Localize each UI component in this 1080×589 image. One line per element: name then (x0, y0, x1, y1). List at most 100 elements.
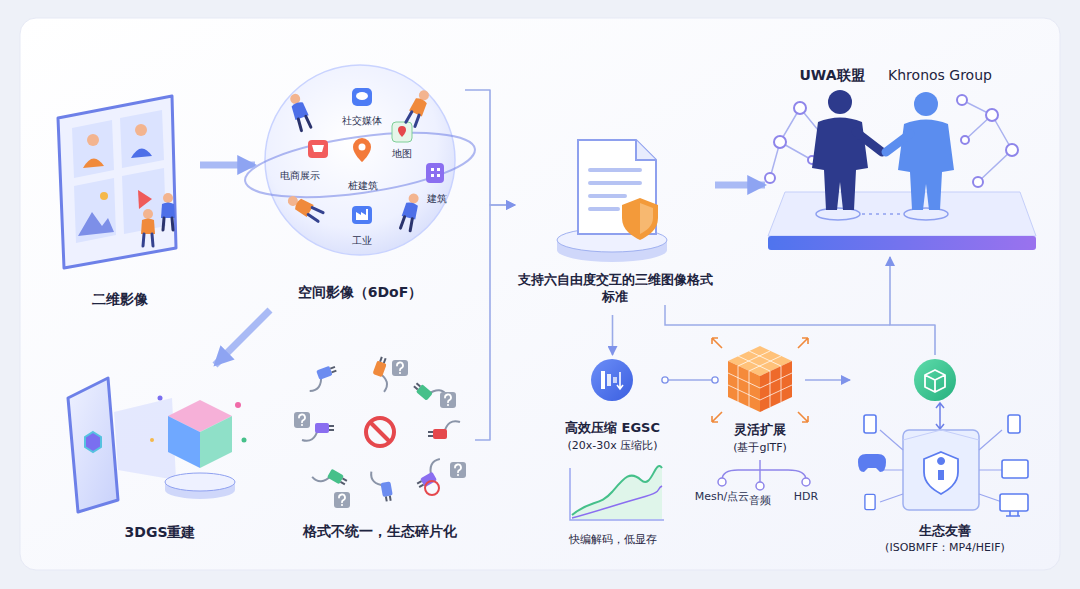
node-label: (20x-30x 压缩比) (535, 439, 690, 453)
alliance-platform (794, 102, 806, 114)
standard-document (636, 140, 656, 160)
tablet-illustration (74, 178, 116, 243)
extension-cube (728, 351, 792, 407)
tablet-illustration (138, 190, 152, 209)
space-sphere (312, 145, 324, 152)
extension-cube (712, 338, 808, 422)
tablet-illustration (72, 120, 114, 178)
compression-chart (570, 466, 664, 520)
3dgs-illustration (235, 402, 241, 408)
fragmentation-illustration (370, 422, 390, 442)
ecosystem-illustration (864, 415, 876, 433)
diagram-node: 二维影像 (40, 90, 200, 315)
fragmentation-illustration (304, 364, 340, 392)
space-sphere (398, 126, 406, 137)
diagram-node: 灵活扩展(基于glTF) (715, 350, 805, 460)
extension-tree (718, 478, 726, 486)
fragmentation-illustration (294, 356, 466, 508)
extension-cube (728, 361, 760, 412)
3dgs-illustration (165, 473, 235, 491)
diagram-node: 3DGS重建 (55, 365, 265, 550)
diagram-node: UWA联盟Khronos Group (765, 62, 1040, 257)
ecosystem-illustration (937, 457, 945, 480)
alliance-platform (774, 136, 786, 148)
node-label: 快编解码，低显存 (535, 533, 690, 547)
3dgs-illustration (168, 416, 200, 468)
node-label: 灵活扩展 (695, 422, 825, 439)
flow-connector (805, 379, 850, 381)
ecosystem-illustration (924, 452, 958, 494)
space-sphere (431, 168, 434, 171)
ecosystem-illustration (925, 370, 945, 392)
alliance-platform (768, 192, 1036, 236)
extension-cube (712, 338, 808, 422)
node-label: Khronos Group (875, 66, 1005, 84)
ecosystem-illustration (858, 359, 1028, 516)
flow-connector (890, 257, 935, 355)
3dgs-illustration (68, 378, 247, 512)
node-label: 格式不统一，生态碎片化 (285, 523, 475, 541)
fragmentation-illustration (368, 356, 396, 392)
ecosystem-illustration (865, 494, 875, 509)
alliance-platform (904, 208, 948, 220)
standard-document (578, 140, 656, 234)
fragmentation-illustration (392, 360, 408, 376)
node-label: 高效压缩 EGSC (535, 420, 690, 437)
fragmentation-illustration (428, 421, 460, 439)
space-sphere (392, 122, 412, 142)
fragmentation-illustration (294, 412, 310, 428)
flow-connector (612, 315, 614, 355)
diagram-node: 格式不统一，生态碎片化 (285, 350, 475, 550)
alliance-platform (770, 108, 818, 178)
compression-icon (613, 377, 617, 383)
diagram-node: 生态友善(ISOBMFF：MP4/HEIF) (850, 355, 1040, 560)
diagram-node: 高效压缩 EGSC(20x-30x 压缩比)快编解码，低显存 (560, 355, 665, 550)
space-sphere (356, 92, 368, 100)
part-label: 工业 (312, 235, 412, 247)
space-sphere (426, 163, 444, 183)
flow-connector (665, 379, 715, 381)
alliance-platform (886, 134, 910, 152)
fragmentation-illustration (412, 458, 449, 489)
3dgs-illustration (158, 396, 163, 401)
fragmentation-illustration (366, 418, 394, 446)
space-sphere (353, 138, 371, 162)
part-label: 地图 (352, 148, 452, 160)
ecosystem-illustration (880, 430, 1002, 502)
space-sphere (308, 140, 328, 158)
ecosystem-illustration (903, 430, 979, 440)
compression-chart (572, 466, 662, 519)
alliance-platform (1006, 144, 1018, 156)
compression-icon (617, 372, 623, 389)
tablet-illustration (131, 148, 152, 158)
tablet-illustration (58, 96, 176, 268)
part-label: 建筑 (387, 193, 487, 205)
space-sphere (265, 65, 455, 255)
ecosystem-illustration (936, 403, 944, 429)
ecosystem-illustration (858, 454, 886, 472)
fragmentation-illustration (440, 392, 456, 408)
diagram-node: 支持六自由度交互的三维图像格式标准 (515, 120, 715, 315)
space-sphere (431, 174, 434, 177)
3dgs-illustration (68, 378, 118, 512)
node-label: 支持六自由度交互的三维图像格式标准 (515, 272, 715, 306)
part-label: HDR (756, 490, 856, 503)
alliance-platform (862, 213, 902, 215)
node-label: (ISOBMFF：MP4/HEIF) (850, 541, 1040, 555)
compression-chart (572, 466, 662, 515)
ecosystem-illustration (1000, 494, 1028, 511)
part-label: 电商展示 (250, 170, 350, 182)
background-card (20, 18, 1060, 570)
flow-connector (465, 90, 515, 205)
tablet-illustration (100, 192, 108, 200)
alliance-platform (957, 95, 967, 105)
standard-document (557, 140, 667, 262)
compression-chart (572, 486, 662, 518)
node-label: 二维影像 (40, 290, 200, 308)
node-label: 空间影像（6DoF） (255, 283, 465, 301)
fragmentation-illustration (312, 462, 349, 493)
node-label: (基于glTF) (695, 441, 825, 455)
